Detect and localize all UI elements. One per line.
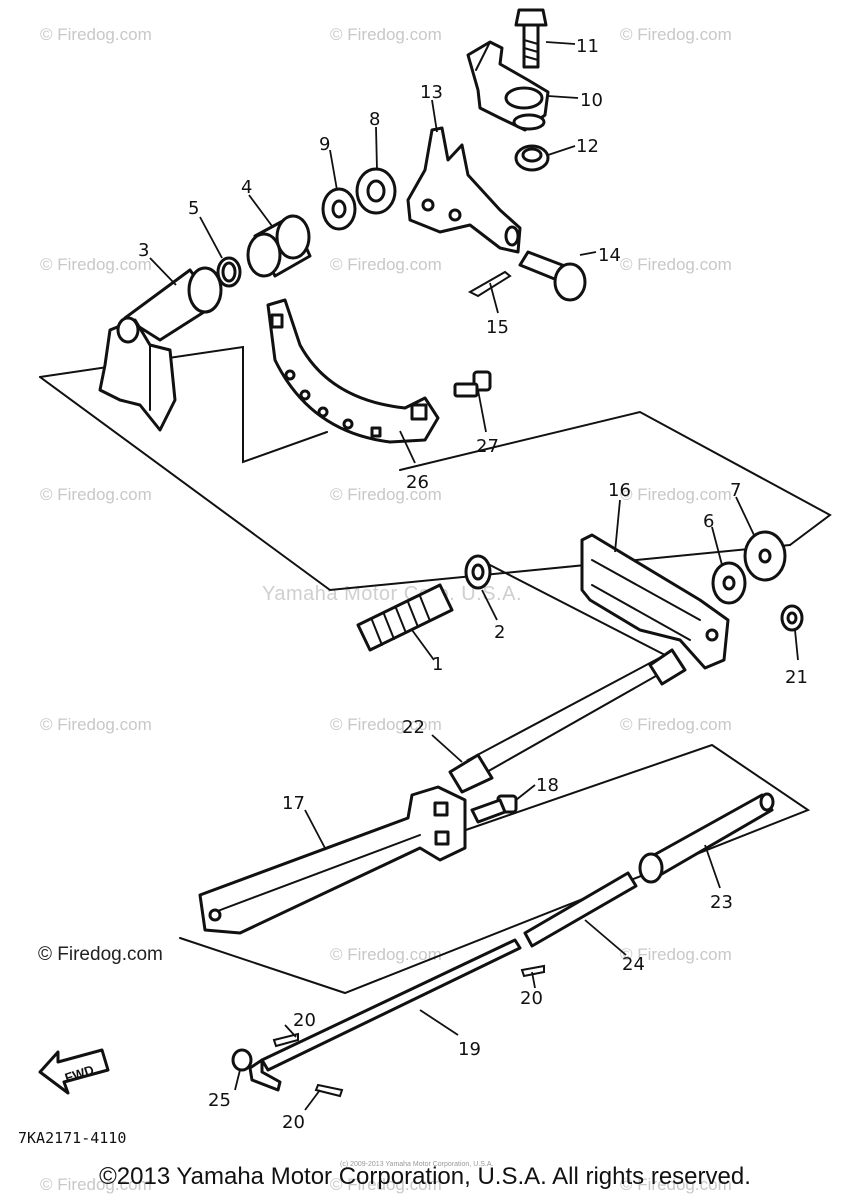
- callout-1: 1: [432, 654, 443, 675]
- watermark: © Firedog.com: [620, 715, 732, 734]
- copyright-notice: ©2013 Yamaha Motor Corporation, U.S.A. A…: [99, 1163, 751, 1190]
- part-12-nut: [514, 144, 550, 172]
- callout-8: 8: [369, 109, 380, 130]
- callout-20: 20: [293, 1010, 316, 1031]
- callout-7: 7: [730, 480, 741, 501]
- part-7-washer: [743, 530, 787, 582]
- watermark: © Firedog.com: [40, 1175, 152, 1194]
- callout-3: 3: [138, 240, 149, 261]
- callout-24: 23: [710, 892, 733, 913]
- part-11-bolt: [514, 8, 548, 69]
- part-22-washer: [780, 604, 804, 632]
- watermark: © Firedog.com: [40, 25, 152, 44]
- callout-10: 10: [580, 90, 603, 111]
- part-24-sleeve: [638, 792, 775, 884]
- part-21-nut: [231, 1048, 253, 1072]
- leader-lines: [149, 41, 799, 1111]
- watermark: © Firedog.com: [40, 715, 152, 734]
- part-13-bracket: [406, 126, 522, 254]
- callout-18: 18: [536, 775, 559, 796]
- callout-2: 2: [494, 622, 505, 643]
- part-17-stay: [198, 785, 467, 935]
- watermark: © Firedog.com: [330, 1175, 442, 1194]
- watermark: © Firedog.com: [330, 945, 442, 964]
- firedog-mark: © Firedog.com: [38, 944, 163, 965]
- callout-20: 20: [282, 1112, 305, 1133]
- part-27-bolt: [453, 370, 492, 398]
- assembly-frame-bottom: [179, 743, 811, 995]
- callout-14: 14: [598, 245, 621, 266]
- callout-21: 25: [208, 1090, 231, 1111]
- part-2-washer: [464, 554, 492, 590]
- callout-15: 15: [486, 317, 509, 338]
- callout-26: 26: [406, 472, 429, 493]
- watermark: © Firedog.com: [620, 1175, 732, 1194]
- part-8-washer: [355, 167, 397, 215]
- watermark: © Firedog.com: [330, 485, 442, 504]
- callout-20: 20: [520, 988, 543, 1009]
- part-26-arc-plate: [266, 298, 440, 444]
- part-3-swivel: [98, 266, 223, 432]
- callout-17: 17: [282, 793, 305, 814]
- part-10-clamp: [466, 40, 550, 132]
- part-4-bushing: [246, 214, 312, 278]
- callout-25: 24: [622, 954, 645, 975]
- watermark: © Firedog.com: [620, 945, 732, 964]
- callout-22: 21: [785, 667, 808, 688]
- part-9-washer: [321, 187, 357, 231]
- callout-11: 11: [576, 36, 599, 57]
- callout-23: 22: [402, 717, 425, 738]
- callout-13: 13: [420, 82, 443, 103]
- callout-19: 19: [458, 1039, 481, 1060]
- watermark: © Firedog.com: [40, 255, 152, 274]
- part-23-spring: [448, 648, 687, 794]
- part-19-rod: [248, 938, 522, 1092]
- part-16-lever: [580, 533, 730, 670]
- part-5-ring: [216, 256, 242, 288]
- callout-4: 4: [241, 177, 252, 198]
- part-15-cotter: [467, 270, 512, 298]
- callout-5: 5: [188, 198, 199, 219]
- part-1-spring: [356, 583, 454, 652]
- watermark: © Firedog.com: [330, 715, 442, 734]
- drawing-code: 7KA2171-4110: [18, 1129, 126, 1147]
- part-14-pin: [518, 250, 587, 302]
- watermark: © Firedog.com: [330, 25, 442, 44]
- callout-27: 27: [476, 436, 499, 457]
- watermark: © Firedog.com: [620, 25, 732, 44]
- watermark: © Firedog.com: [40, 485, 152, 504]
- callout-16: 16: [608, 480, 631, 501]
- part-20-cotters: [272, 964, 545, 1098]
- part-6-washer: [711, 561, 747, 605]
- watermark: © Firedog.com: [620, 485, 732, 504]
- callout-12: 12: [576, 136, 599, 157]
- fwd-arrow-icon: FWD: [38, 1048, 110, 1095]
- callout-9: 9: [319, 134, 330, 155]
- part-25-spring: [523, 871, 638, 948]
- part-18-bolt: [470, 794, 518, 824]
- callout-labels: 11 10 12 13 8 9 4 5 3 14 15 27 26 16 7 6…: [138, 36, 808, 1133]
- watermark: © Firedog.com: [330, 255, 442, 274]
- watermark: © Firedog.com: [620, 255, 732, 274]
- callout-6: 6: [703, 511, 714, 532]
- tiny-note: (c) 2009-2013 Yamaha Motor Corporation, …: [340, 1161, 493, 1168]
